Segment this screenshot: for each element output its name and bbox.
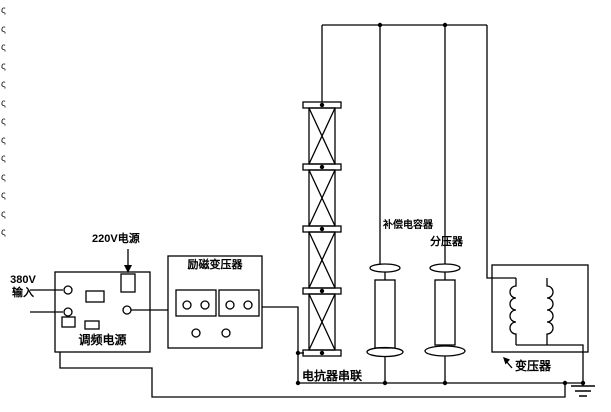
edge-mark-icon: ς — [1, 23, 6, 35]
junction-dot — [319, 164, 325, 170]
edge-mark-icon: ς — [1, 60, 6, 72]
junction-dot — [382, 380, 388, 386]
junction-dot — [442, 380, 448, 386]
terminal-circle — [182, 300, 192, 310]
junction-dot — [442, 22, 448, 28]
output-terminal-circle — [122, 305, 132, 315]
label-220v-power: 220V电源 — [92, 233, 140, 245]
arrowhead-220v-icon — [124, 265, 132, 273]
winding-block — [175, 289, 217, 317]
input-terminal-circle — [63, 307, 73, 317]
reactor-stack — [302, 101, 342, 357]
terminal-circle — [225, 300, 235, 310]
edge-mark-icon: ς — [1, 79, 6, 90]
junction-dot — [562, 380, 568, 386]
panel-element — [61, 316, 76, 328]
capacitor-base-disc — [366, 346, 404, 358]
excitation-transformer-box — [167, 255, 263, 349]
reactor-cross — [308, 231, 336, 289]
voltage-divider — [424, 263, 466, 357]
edge-mark-icon: ς — [1, 190, 6, 201]
wire-top-to-transformer — [486, 25, 516, 279]
junction-dot — [295, 350, 301, 356]
reactor-cross — [308, 107, 336, 165]
capacitor-top-disc — [369, 263, 401, 273]
edge-mark-icon: ς — [1, 116, 6, 127]
transformer-box — [491, 264, 589, 353]
label-380v-line2: 输入 — [12, 286, 34, 299]
transformer-under-test — [491, 264, 589, 353]
junction-dot — [295, 380, 301, 386]
edge-mark-icon: ς — [1, 208, 6, 220]
label-voltage-divider: 分压器 — [430, 236, 463, 248]
reactor-cross — [308, 169, 336, 227]
terminal-circle — [200, 300, 210, 310]
label-380v-line1: 380V — [10, 274, 36, 286]
divider-base-disc — [424, 345, 466, 357]
label-compensation-capacitor: 补偿电容器 — [383, 220, 433, 231]
divider-body — [434, 279, 456, 346]
junction-dots — [295, 22, 586, 386]
label-reactor-series: 电抗器串联 — [302, 369, 363, 383]
wires — [30, 24, 584, 398]
winding-block — [218, 289, 260, 317]
excitation-transformer — [167, 255, 263, 349]
capacitor-body — [374, 279, 396, 349]
terminal-220v — [120, 273, 136, 293]
junction-dot — [319, 226, 325, 232]
wire-excitation-output — [262, 306, 299, 383]
transformer-label-arrow-icon — [503, 357, 513, 369]
reactor-cap — [302, 349, 342, 357]
left-winding-coil — [509, 278, 517, 345]
edge-mark-icon: ς — [1, 134, 6, 146]
edge-mark-icon: ς — [1, 5, 6, 16]
junction-dot — [319, 102, 325, 108]
compensation-capacitor — [366, 263, 404, 358]
ground-symbol — [571, 385, 595, 397]
reactor-cross — [308, 293, 336, 351]
wire-return-bus — [59, 352, 566, 398]
junction-dot — [319, 288, 325, 294]
vf-power-source — [54, 271, 151, 353]
terminal-circle — [191, 328, 201, 338]
terminal-circle — [221, 328, 231, 338]
label-transformer: 变压器 — [515, 359, 552, 373]
junction-dot — [319, 350, 325, 356]
panel-element — [85, 290, 105, 303]
edge-mark-icon: ς — [1, 227, 6, 238]
label-vf-power: 调频电源 — [78, 333, 127, 347]
junction-dot — [377, 22, 383, 28]
terminal-circle — [243, 300, 253, 310]
divider-top-disc — [429, 263, 461, 273]
edge-mark-icon: ς — [1, 97, 6, 109]
vf-power-box — [54, 271, 151, 353]
wire-transformer-ground — [516, 344, 584, 386]
edge-mark-icon: ς — [1, 171, 6, 183]
junction-dot — [580, 380, 586, 386]
right-winding-coil — [546, 278, 554, 345]
label-380v-input: 380V 输入 — [4, 274, 42, 299]
edge-mark-icon: ς — [1, 153, 6, 164]
panel-element — [84, 320, 100, 330]
input-terminal-circle — [63, 285, 73, 295]
edge-mark-icon: ς — [1, 42, 6, 53]
page-edge-marks: ς ς ς ς ς ς ς ς ς ς ς ς ς — [1, 6, 15, 238]
label-excitation-transformer: 励磁变压器 — [187, 259, 243, 271]
